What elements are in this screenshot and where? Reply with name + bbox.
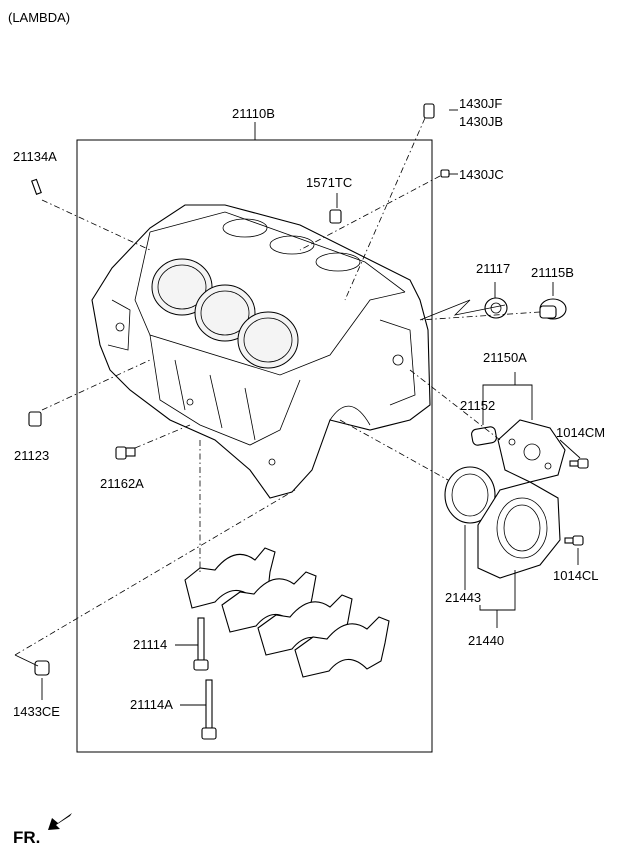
bearing-caps [184,547,390,678]
front-arrow-icon [48,813,72,830]
dowel-1430JF [423,103,435,119]
gasket-21152 [471,426,497,446]
label-21443: 21443 [445,590,481,605]
label-21115B: 21115B [531,265,574,280]
label-1433CE: 1433CE [13,704,60,719]
front-indicator-label: FR. [13,828,40,847]
label-1014CM: 1014CM [556,425,605,440]
label-1014CL: 1014CL [553,568,599,583]
label-21152: 21152 [460,398,495,413]
label-21117: 21117 [476,261,510,276]
stud-21134A [31,178,42,195]
label-1430JC: 1430JC [459,167,504,182]
label-1430JB: 1430JB [459,114,503,129]
plug-1571TC [329,209,342,224]
label-21114A: 21114A [130,697,173,712]
bolt-1014CL [564,535,584,546]
gasket-21117 [484,297,508,319]
dowel-1430JC [440,169,450,178]
bearing-cap-bolt-21114 [193,617,209,671]
bolt-1014CM [569,458,589,469]
leader-lines [14,109,581,706]
label-21114: 21114 [133,637,167,652]
seal-case-21440 [477,481,561,579]
oil-seal-21443 [444,466,496,524]
drain-plug-21115B [539,298,567,320]
assembly-frame [76,139,433,753]
cylinder-block [91,204,431,499]
label-21134A: 21134A [13,149,57,164]
engine-variant-label: (LAMBDA) [8,10,70,25]
bolt-21162A [115,446,136,460]
label-21123: 21123 [14,448,49,463]
label-21162A: 21162A [100,476,144,491]
housing-21150A [497,419,566,483]
label-21110B: 21110B [232,106,275,121]
label-21440: 21440 [468,633,504,648]
label-21150A: 21150A [483,350,527,365]
label-1571TC: 1571TC [306,175,352,190]
bearing-cap-bolt-21114A [201,679,217,740]
label-1430JF: 1430JF [459,96,502,111]
dowel-1433CE [34,660,50,676]
plug-21123 [28,411,42,427]
